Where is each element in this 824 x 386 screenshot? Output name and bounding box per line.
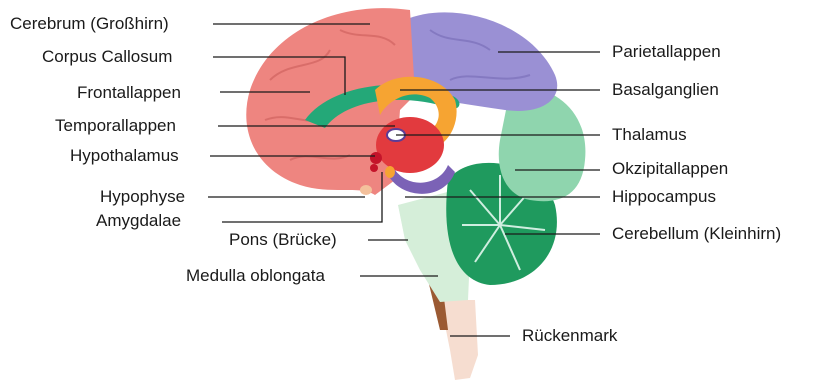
label-cerebellum: Cerebellum (Kleinhirn) (612, 225, 781, 243)
label-parietallappen: Parietallappen (612, 43, 721, 61)
label-cerebrum: Cerebrum (Großhirn) (10, 15, 169, 33)
label-pons: Pons (Brücke) (229, 231, 337, 249)
label-medulla: Medulla oblongata (186, 267, 325, 285)
label-basalganglien: Basalganglien (612, 81, 719, 99)
label-rueckenmark: Rückenmark (522, 327, 617, 345)
label-temporallappen: Temporallappen (55, 117, 176, 135)
label-okzipitallappen: Okzipitallappen (612, 160, 728, 178)
label-thalamus: Thalamus (612, 126, 687, 144)
label-frontallappen: Frontallappen (77, 84, 181, 102)
label-hypothalamus: Hypothalamus (70, 147, 179, 165)
hypothal-shape (370, 152, 382, 164)
label-amygdalae: Amygdalae (96, 212, 181, 230)
label-hypophyse: Hypophyse (100, 188, 185, 206)
label-corpus-callosum: Corpus Callosum (42, 48, 172, 66)
pituitary-shape (360, 185, 372, 195)
label-hippocampus: Hippocampus (612, 188, 716, 206)
amygdala-shape (385, 166, 395, 178)
hypothal-shape-2 (370, 164, 378, 172)
